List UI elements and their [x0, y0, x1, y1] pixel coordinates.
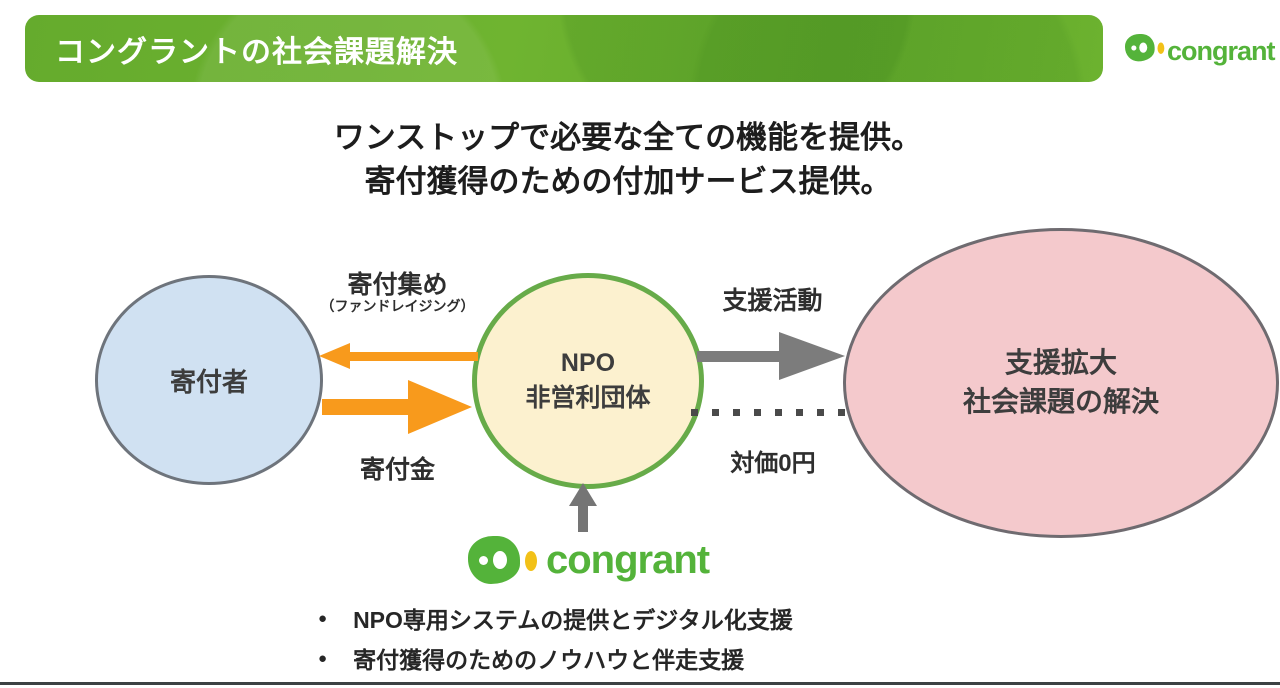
- congrant-logo-icon: [1125, 34, 1165, 62]
- header-bar: コングラントの社会課題解決: [25, 15, 1103, 82]
- bullet-icon: ●: [318, 609, 328, 627]
- heading-line-1: ワンストップで必要な全ての機能を提供。: [333, 120, 923, 155]
- logo-eye-big: [493, 551, 507, 569]
- support-arrow-shaft: [697, 351, 781, 362]
- congrant-up-arrow-icon: [569, 483, 597, 506]
- logo-eye-small: [479, 556, 488, 565]
- congrant-logo-icon: [468, 536, 538, 588]
- npo-circle-label-line2: 非営利団体: [525, 384, 651, 412]
- support-label: 支援活動: [722, 287, 823, 315]
- support-arrow-right-icon: [779, 332, 845, 380]
- logo-yellow-dot: [525, 551, 537, 571]
- page-title: コングラントの社会課題解決: [55, 35, 458, 69]
- compensation-dotted-line: [691, 409, 849, 416]
- donation-arrow-right-icon: [408, 380, 472, 434]
- bullet-text-2: 寄付獲得のためのノウハウと伴走支援: [353, 647, 745, 673]
- compensation-label: 対価0円: [730, 450, 816, 477]
- logo-yellow-dot: [1157, 42, 1165, 54]
- donor-circle-label: 寄付者: [169, 366, 248, 397]
- heading-line-2: 寄付獲得のための付加サービス提供。: [364, 164, 892, 200]
- brand-name: congrant: [1167, 36, 1276, 66]
- bottom-divider: [0, 682, 1280, 685]
- npo-circle-label-line1: NPO: [560, 348, 616, 377]
- npo-circle: NPO 非営利団体: [472, 273, 704, 489]
- service-bullet-list: ● NPO専用システムの提供とデジタル化支援 ● 寄付獲得のためのノウハウと伴走…: [318, 601, 793, 681]
- fundraising-arrow-shaft: [348, 352, 478, 361]
- donation-arrow-shaft: [322, 399, 412, 415]
- bullet-text-1: NPO専用システムの提供とデジタル化支援: [353, 607, 793, 633]
- logo-eye-big: [1139, 42, 1148, 53]
- congrant-up-arrow-shaft: [578, 504, 588, 532]
- donation-label: 寄付金: [359, 456, 435, 484]
- logo-eye-small: [1131, 45, 1137, 51]
- fundraising-arrow-left-icon: [319, 343, 350, 369]
- congrant-logo-main: congrant: [468, 532, 728, 592]
- fundraising-sublabel: （ファンドレイジング）: [320, 298, 475, 314]
- impact-label-line2: 社会課題の解決: [962, 386, 1159, 417]
- main-heading: ワンストップで必要な全ての機能を提供。 寄付獲得のための付加サービス提供。: [0, 116, 1256, 204]
- impact-label-line1: 支援拡大: [1004, 347, 1117, 379]
- congrant-logo-text: congrant: [546, 538, 710, 582]
- list-item: ● NPO専用システムの提供とデジタル化支援: [318, 601, 793, 635]
- fundraising-label: 寄付集め: [347, 271, 448, 299]
- bullet-icon: ●: [318, 649, 328, 667]
- impact-ellipse: 支援拡大 社会課題の解決: [843, 228, 1279, 538]
- donor-circle: 寄付者: [95, 275, 323, 485]
- list-item: ● 寄付獲得のためのノウハウと伴走支援: [318, 641, 793, 675]
- congrant-logo-top: congrant: [1125, 34, 1280, 74]
